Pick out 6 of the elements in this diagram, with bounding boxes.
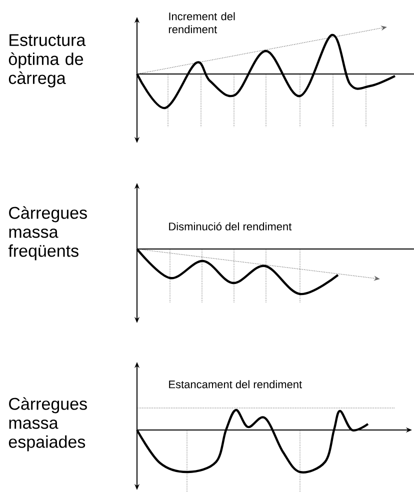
annotation: Estancament del rendiment <box>169 380 302 388</box>
row-label: Càrregues massa freqüents <box>8 206 87 260</box>
row-label: Càrregues massa espaiades <box>8 397 87 452</box>
annotation: Disminució del rendiment <box>169 222 292 230</box>
annotation: Increment del rendiment <box>168 12 235 34</box>
row-label: Estructura òptima de càrrega <box>8 34 86 88</box>
